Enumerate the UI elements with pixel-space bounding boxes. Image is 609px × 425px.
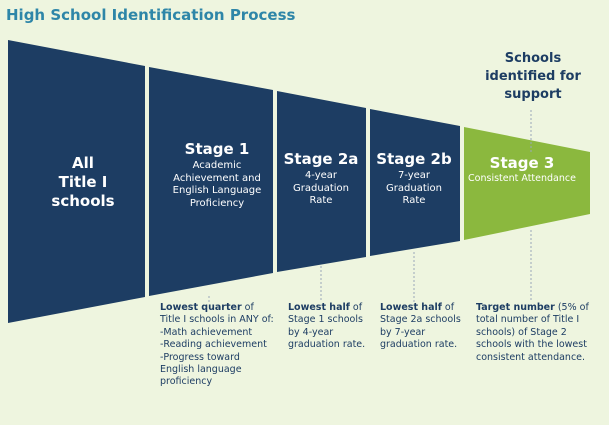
stage3-desc-text: (5% of total number of Title I schools) …: [476, 302, 589, 363]
segment-stage1-label: Stage 1 Academic Achievement and English…: [163, 140, 271, 210]
stage2b-description: Lowest half of Stage 2a schools by 7-yea…: [380, 302, 464, 352]
segment-all-line-3: schools: [51, 192, 115, 210]
outcome-line-2: identified for: [485, 69, 581, 84]
stage1-sub-3: English Language: [172, 185, 262, 196]
stage2a-sub-3: Rate: [309, 195, 333, 206]
segment-stage3-label: Stage 3 Consistent Attendance: [467, 154, 577, 186]
stage2a-sub-2: Graduation: [293, 182, 349, 194]
segment-all-line-2: Title I: [58, 173, 108, 191]
stage1-desc-text: of Title I schools in ANY of:: [160, 302, 274, 326]
stage3-sub-1: Consistent Attendance: [468, 173, 576, 184]
stage2a-desc-highlight: Lowest half: [288, 302, 350, 313]
stage3-desc-highlight: Target number: [476, 302, 555, 313]
stage2b-heading: Stage 2b: [376, 150, 452, 168]
funnel-segment-stage2a: [277, 91, 366, 272]
stage1-desc-item-2: -Reading achievement: [160, 339, 267, 351]
page-title: High School Identification Process: [6, 6, 296, 24]
stage2b-sub-1: 7-year: [397, 170, 431, 181]
stage2b-desc-highlight: Lowest half: [380, 302, 442, 313]
stage3-description: Target number (5% of total number of Tit…: [476, 302, 600, 364]
stage3-heading: Stage 3: [489, 154, 555, 172]
stage2a-desc-text: of Stage 1 schools by 4-year graduation …: [288, 302, 366, 351]
stage2a-sub-1: 4-year: [304, 170, 338, 181]
stage2b-sub-2: Graduation: [386, 182, 442, 194]
stage1-heading: Stage 1: [184, 140, 250, 158]
outcome-line-3: support: [504, 87, 562, 102]
funnel-segment-stage1: [149, 67, 273, 296]
outcome-label: Schools identified for support: [478, 50, 588, 104]
funnel-segment-all: [8, 40, 145, 323]
stage1-desc-item-1: -Math achievement: [160, 326, 253, 338]
funnel-segment-stage2b: [370, 109, 460, 256]
stage1-subtitle: Academic Achievement and English Languag…: [163, 160, 271, 210]
segment-all-line-1: All: [72, 154, 94, 172]
stage2b-sub-3: Rate: [402, 195, 426, 206]
stage2b-subtitle: 7-year Graduation Rate: [372, 170, 456, 208]
stage1-description: Lowest quarter of Title I schools in ANY…: [160, 302, 275, 389]
segment-stage2b-label: Stage 2b 7-year Graduation Rate: [372, 150, 456, 208]
stage1-sub-2: Achievement and: [173, 172, 261, 184]
stage2a-description: Lowest half of Stage 1 schools by 4-year…: [288, 302, 372, 352]
stage2a-subtitle: 4-year Graduation Rate: [278, 170, 364, 208]
segment-stage2a-label: Stage 2a 4-year Graduation Rate: [278, 150, 364, 208]
stage1-sub-1: Academic: [192, 160, 242, 171]
stage2a-heading: Stage 2a: [283, 150, 359, 168]
funnel-segment-stage3: [464, 127, 590, 240]
stage1-sub-4: Proficiency: [189, 197, 245, 209]
segment-all-label: All Title I schools: [40, 154, 126, 211]
stage2b-desc-text: of Stage 2a schools by 7-year graduation…: [380, 302, 461, 351]
outcome-line-1: Schools: [504, 51, 562, 66]
stage1-desc-item-3: -Progress toward English language profic…: [160, 351, 242, 388]
stage1-desc-highlight: Lowest quarter: [160, 302, 242, 313]
